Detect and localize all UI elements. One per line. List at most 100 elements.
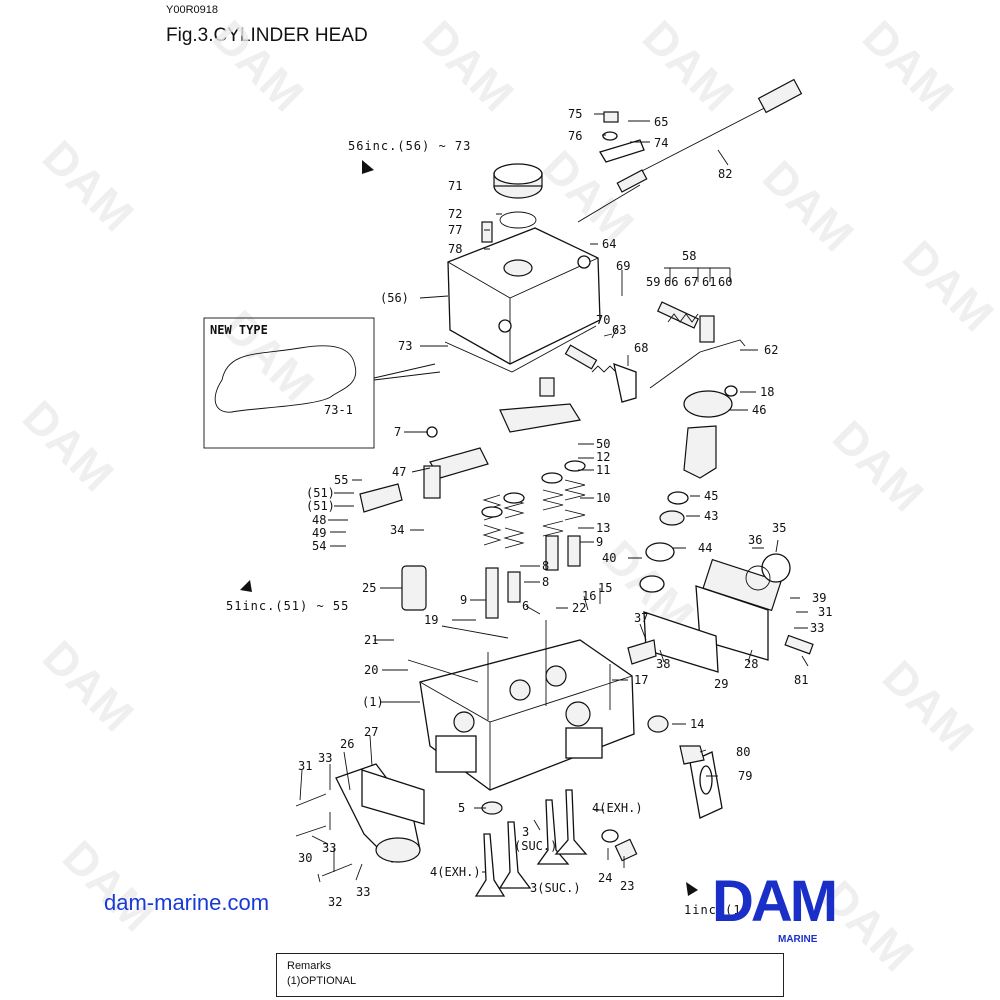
- oil-filler-cap: [481, 163, 543, 243]
- throttle-cable-82: [577, 78, 803, 223]
- rocker-cover: [444, 227, 601, 373]
- injector-assembly: [639, 385, 738, 593]
- callout-40: 40: [602, 551, 616, 565]
- callout-56: (56): [380, 291, 409, 305]
- svg-text:DAM: DAM: [753, 150, 864, 261]
- svg-text:NEW TYPE: NEW TYPE: [210, 323, 268, 337]
- callout-21: 21: [364, 633, 378, 647]
- svg-text:DAM: DAM: [203, 10, 314, 121]
- callout-51b: (51): [306, 499, 335, 513]
- callout-63: 63: [612, 323, 626, 337]
- figure-title: Fig.3.CYLINDER HEAD: [166, 25, 368, 46]
- callout-55: 55: [334, 473, 348, 487]
- callout-18: 18: [760, 385, 774, 399]
- callout-6: 6: [522, 599, 529, 613]
- callout-47: 47: [392, 465, 406, 479]
- callout-58: 58: [682, 249, 696, 263]
- website-link[interactable]: dam-marine.com: [104, 890, 270, 915]
- callout-44: 44: [698, 541, 712, 555]
- callout-25: 25: [362, 581, 376, 595]
- callout-30: 30: [298, 851, 312, 865]
- cable-bracket: [599, 111, 645, 163]
- callout-72: 72: [448, 207, 462, 221]
- callout-43: 43: [704, 509, 718, 523]
- callout-23: 23: [620, 879, 634, 893]
- callout-35: 35: [772, 521, 786, 535]
- callout-31r: 31: [818, 605, 832, 619]
- manifold-flange: [627, 553, 814, 673]
- callout-39: 39: [812, 591, 826, 605]
- callout-12: 12: [596, 450, 610, 464]
- callout-62: 62: [764, 343, 778, 357]
- remarks-title: Remarks: [287, 960, 332, 972]
- cylinder-head: [407, 620, 635, 791]
- callout-33c: 33: [356, 885, 370, 899]
- callout-5: 5: [458, 801, 465, 815]
- callout-labels: 75 65 76 74 82 71 72 77 78 64 58 69 59 6…: [298, 107, 832, 909]
- svg-text:DAM: DAM: [873, 650, 984, 761]
- valve-springs: [401, 460, 586, 619]
- callout-82: 82: [718, 167, 732, 181]
- callout-71: 71: [448, 179, 462, 193]
- callout-67: 67: [684, 275, 698, 289]
- callout-7: 7: [394, 425, 401, 439]
- callout-31l: 31: [298, 759, 312, 773]
- callout-4exh-a: 4(EXH.): [592, 801, 643, 815]
- svg-text:DAM: DAM: [823, 410, 934, 521]
- valves-and-bracket: [295, 763, 638, 897]
- callout-68: 68: [634, 341, 648, 355]
- callout-17: 17: [634, 673, 648, 687]
- callout-33a: 33: [318, 751, 332, 765]
- note-inc51: 51inc.(51) ~ 55: [226, 599, 349, 613]
- callout-26: 26: [340, 737, 354, 751]
- note-inc56: 56inc.(56) ~ 73: [348, 139, 471, 153]
- callout-33r: 33: [810, 621, 824, 635]
- callout-75: 75: [568, 107, 582, 121]
- callout-3suc-b: 3(SUC.): [530, 881, 581, 895]
- callout-32: 32: [328, 895, 342, 909]
- leader-lines: [299, 113, 809, 889]
- callout-69: 69: [616, 259, 630, 273]
- callout-65: 65: [654, 115, 668, 129]
- callout-77: 77: [448, 223, 462, 237]
- callout-48: 48: [312, 513, 326, 527]
- callout-28: 28: [744, 657, 758, 671]
- callout-14: 14: [690, 717, 704, 731]
- callout-4exh-b: 4(EXH.): [430, 865, 481, 879]
- arrow-marker-icon: [362, 160, 374, 174]
- callout-76: 76: [568, 129, 582, 143]
- callout-51a: (51): [306, 486, 335, 500]
- callout-73-1: 73-1: [324, 403, 353, 417]
- callout-73: 73: [398, 339, 412, 353]
- svg-text:DAM: DAM: [53, 830, 164, 941]
- note-inc1: 1inc.(1): [684, 903, 750, 917]
- callout-24: 24: [598, 871, 612, 885]
- callout-79: 79: [738, 769, 752, 783]
- new-type-inset: NEW TYPE: [203, 317, 441, 449]
- assembly-notes: 56inc.(56) ~ 73 51inc.(51) ~ 55 1inc.(1): [226, 139, 750, 917]
- svg-text:DAM: DAM: [853, 10, 964, 121]
- callout-50: 50: [596, 437, 610, 451]
- callout-8a: 8: [542, 559, 549, 573]
- callout-27: 27: [364, 725, 378, 739]
- callout-suc-a: (SUC.): [514, 839, 557, 853]
- callout-45: 45: [704, 489, 718, 503]
- callout-74: 74: [654, 136, 668, 150]
- callout-16: 16: [582, 589, 596, 603]
- svg-text:DAM: DAM: [633, 10, 744, 121]
- callout-10: 10: [596, 491, 610, 505]
- callout-49: 49: [312, 526, 326, 540]
- arrow-marker-icon: [686, 882, 698, 896]
- rocker-arms: [359, 377, 581, 513]
- callout-3suc-a: 3: [522, 825, 529, 839]
- logo-text: DAM: [712, 869, 838, 934]
- callout-66: 66: [664, 275, 678, 289]
- callout-8b: 8: [542, 575, 549, 589]
- callout-81: 81: [794, 673, 808, 687]
- callout-22: 22: [572, 601, 586, 615]
- callout-54: 54: [312, 539, 326, 553]
- remarks-line: (1)OPTIONAL: [287, 975, 357, 987]
- svg-text:DAM: DAM: [13, 390, 124, 501]
- callout-9a: 9: [596, 535, 603, 549]
